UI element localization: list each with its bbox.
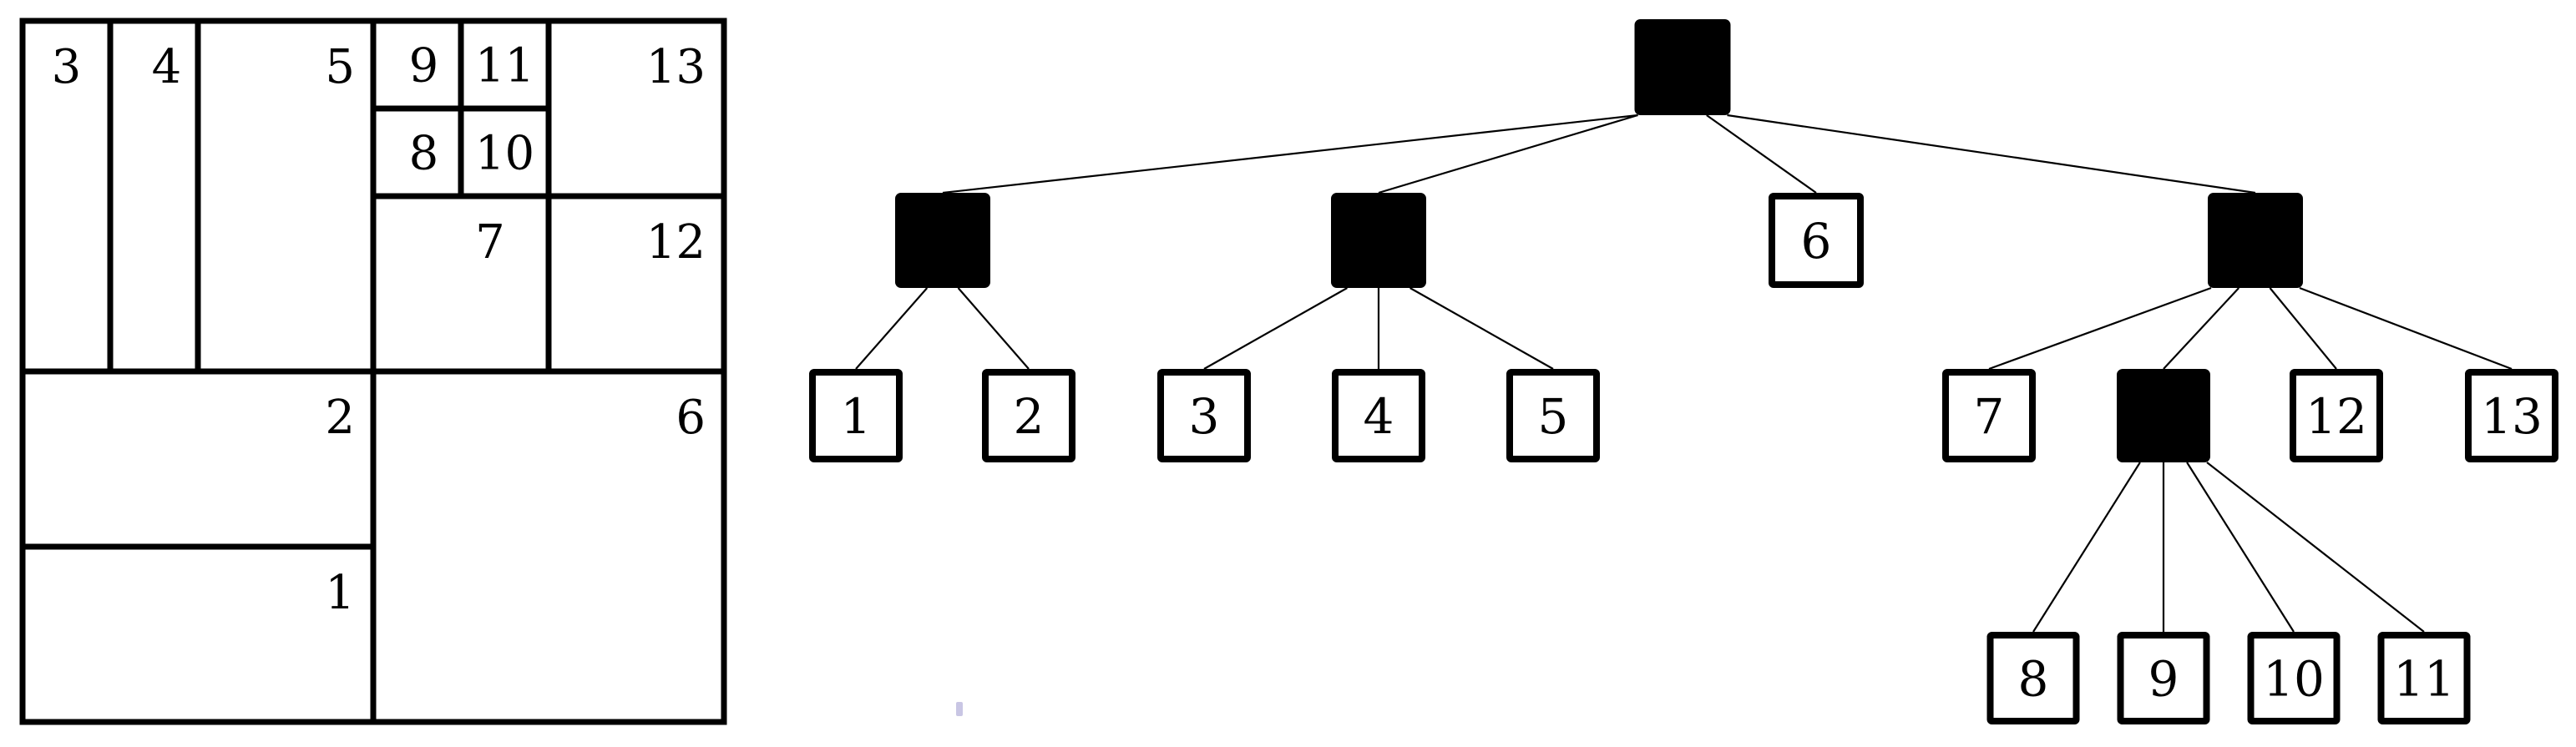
tree-leaf-9 [2117, 632, 2210, 724]
tree-edge-B-L5 [1409, 287, 1554, 370]
treemap-cell-6 [370, 368, 727, 725]
tree-leaf-label-6: 6 [1801, 213, 1832, 270]
tree-leaf-11 [2377, 632, 2471, 724]
tree-leaf-12 [2290, 369, 2383, 462]
tree-leaf-label-7: 7 [1974, 388, 2005, 445]
treemap-cell-label-7: 7 [475, 215, 505, 270]
tree-internal-node-root [1634, 19, 1731, 115]
tree-edge-D-L8 [2032, 462, 2141, 633]
treemap-cell-label-11: 11 [475, 39, 534, 93]
tree-leaf-label-9: 9 [2148, 651, 2179, 708]
tree-leaf-label-3: 3 [1189, 388, 1220, 445]
tree-leaf-10 [2247, 632, 2341, 724]
tree-leaf-1 [809, 369, 903, 462]
tree-leaf-label-4: 4 [1364, 388, 1394, 445]
treemap-cell-label-6: 6 [676, 391, 706, 445]
tree-leaf-6 [1769, 193, 1864, 288]
tree-leaf-label-13: 13 [2481, 388, 2543, 445]
tree-edge-A-L1 [855, 287, 929, 370]
treemap-cell-label-12: 12 [646, 215, 706, 270]
tree-leaf-label-2: 2 [1014, 388, 1045, 445]
tree-edge-D-L10 [2186, 462, 2295, 633]
tree-leaf-7 [1942, 369, 2036, 462]
tree-edges [855, 114, 2513, 633]
treemap-cell-label-10: 10 [475, 127, 534, 181]
tree-leaf-4 [1332, 369, 1425, 462]
tree-edge-C-L12 [2269, 287, 2337, 370]
tree-edge-root-B [1378, 114, 1638, 194]
treemap-cell-13 [545, 18, 727, 199]
tree-edge-B-L3 [1203, 287, 1348, 370]
tree-edge-A-L2 [957, 287, 1030, 370]
tree-internal-node-B [1331, 193, 1426, 288]
treemap-cell-label-5: 5 [325, 40, 355, 94]
cursor-artifact [956, 702, 963, 716]
tree-leaf-8 [1986, 632, 2080, 724]
tree-internal-node-A [895, 193, 990, 288]
tree-leaf-label-10: 10 [2263, 651, 2325, 708]
tree-leaf-2 [982, 369, 1075, 462]
treemap-cell-label-4: 4 [152, 40, 182, 94]
tree-edge-root-C [1727, 114, 2256, 194]
tree-edge-C-L7 [1988, 286, 2212, 371]
treemap-cell-label-2: 2 [325, 391, 355, 445]
tree-leaf-5 [1506, 369, 1600, 462]
tree-leaf-label-5: 5 [1538, 388, 1569, 445]
tree-edge-root-A [942, 114, 1638, 194]
tree-leaf-label-1: 1 [841, 388, 872, 445]
treemap-cell-label-9: 9 [409, 39, 439, 93]
tree-internal-node-C [2208, 193, 2303, 288]
tree-leaf-13 [2465, 369, 2558, 462]
treemap-cell-label-1: 1 [325, 566, 355, 620]
treemap-cell-label-3: 3 [52, 40, 82, 94]
treemap-cell-7 [370, 193, 552, 375]
tree-edge-D-L11 [2206, 462, 2425, 633]
treemap-cell-label-13: 13 [646, 40, 706, 94]
tree-leaf-3 [1157, 369, 1251, 462]
tree-edge-C-L13 [2299, 286, 2513, 371]
tree-leaf-label-12: 12 [2305, 388, 2367, 445]
tree-edge-root-L6 [1706, 114, 1817, 194]
treemap-cell-label-8: 8 [409, 127, 439, 181]
tree-edge-C-D [2163, 287, 2240, 370]
tree-internal-node-D [2117, 369, 2210, 462]
treemap-cell-4 [107, 18, 201, 375]
tree-leaf-label-8: 8 [2018, 651, 2049, 708]
tree-leaf-label-11: 11 [2393, 651, 2455, 708]
